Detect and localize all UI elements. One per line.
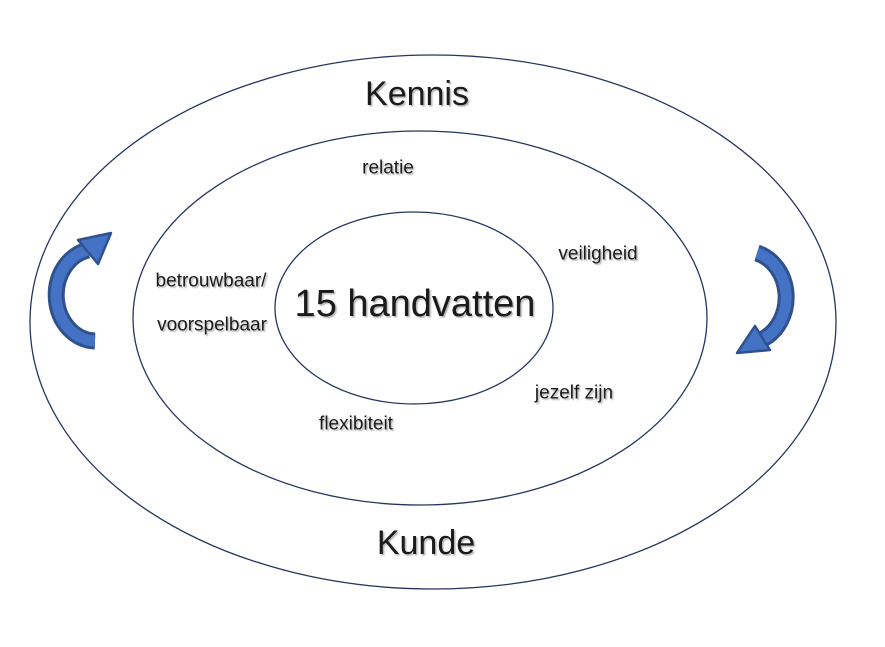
curved-arrow-right-head bbox=[735, 324, 772, 355]
curved-arrow-left-icon bbox=[47, 231, 113, 350]
curved-arrow-left-body bbox=[50, 244, 96, 347]
center-label: 15 handvatten bbox=[294, 283, 536, 325]
outer-ring-bottom-label: Kunde bbox=[376, 524, 476, 562]
middle-ellipse bbox=[132, 130, 708, 506]
ring-label-betrouwbaar: betrouwbaar/ bbox=[155, 270, 267, 292]
ring-label-veiligheid: veiligheid bbox=[558, 243, 638, 265]
inner-ellipse bbox=[274, 211, 554, 405]
curved-arrow-right-body bbox=[755, 247, 792, 344]
ring-label-relatie: relatie bbox=[362, 157, 414, 179]
outer-ring-top-label: Kennis bbox=[365, 75, 469, 113]
outer-ellipse bbox=[29, 54, 837, 590]
ring-label-flexibiteit: flexibiteit bbox=[319, 413, 393, 435]
ring-label-jezelf-zijn: jezelf zijn bbox=[534, 382, 614, 404]
curved-arrow-right-icon bbox=[735, 244, 795, 355]
curved-arrow-left-head bbox=[76, 231, 113, 266]
ring-label-voorspelbaar: voorspelbaar bbox=[157, 314, 267, 336]
